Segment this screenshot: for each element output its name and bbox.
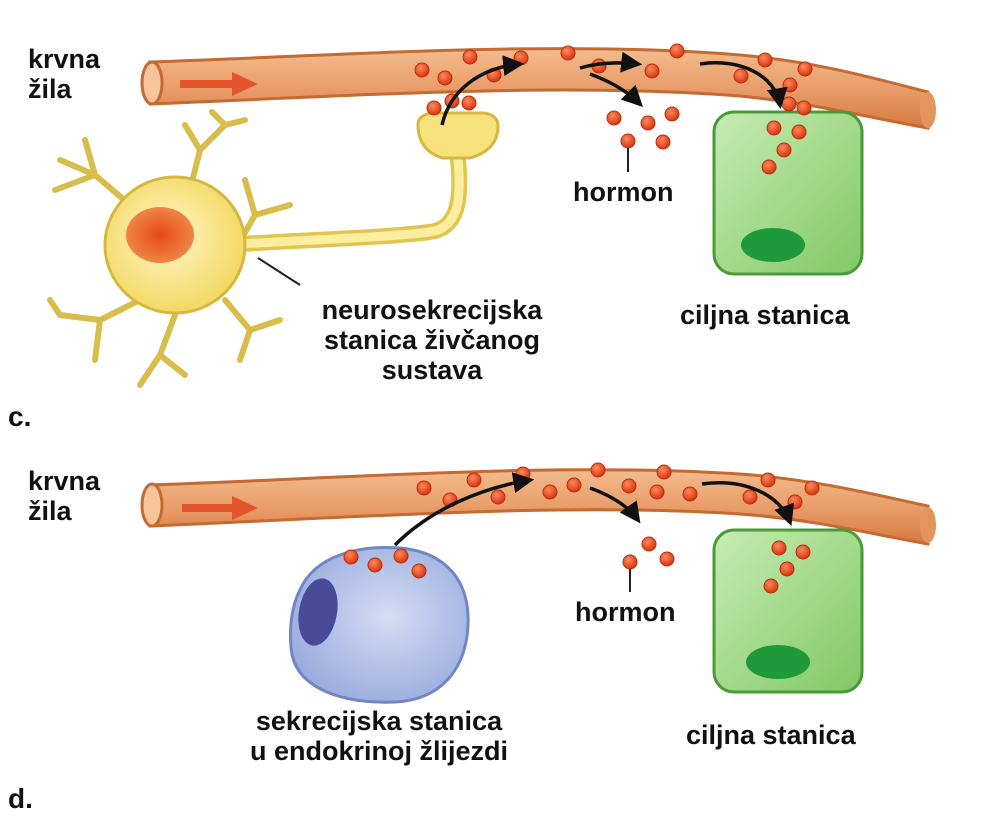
source-cell-label-c-line2: stanica živčanog — [323, 325, 541, 355]
source-cell-label-c: neurosekrecijska stanica živčanog sustav… — [302, 295, 562, 385]
target-cell-label-d: ciljna stanica — [686, 720, 856, 750]
gland-nucleus — [298, 578, 338, 646]
secretion-arrows-c — [440, 51, 788, 126]
source-cell-label-c-line3: sustava — [381, 355, 483, 385]
hormone-molecules-d — [343, 462, 820, 594]
secretion-arrows-d — [393, 472, 794, 547]
vessel-label-c-line2: žila — [28, 74, 72, 104]
panel-letter-c: c. — [8, 401, 32, 432]
blood-flow-arrow-d — [182, 496, 258, 520]
target-nucleus-d — [746, 645, 810, 679]
source-cell-label-d: sekrecijska stanica u endokrinoj žlijezd… — [218, 706, 540, 766]
hormone-label-d: hormon — [575, 597, 676, 627]
neuron-nucleus — [126, 207, 194, 263]
source-cell-label-c-line1: neurosekrecijska — [321, 295, 543, 325]
hormone-label-c: hormon — [573, 177, 674, 207]
target-cell-label-c: ciljna stanica — [680, 300, 850, 330]
panel-letter-d: d. — [8, 783, 33, 814]
gland-cell — [288, 546, 470, 704]
source-cell-label-d-line1: sekrecijska stanica — [255, 706, 503, 736]
target-cell-d — [712, 528, 864, 694]
vessel-label-d: krvna žila — [28, 466, 100, 526]
blood-flow-arrow-c — [180, 72, 258, 96]
target-nucleus-c — [741, 228, 805, 262]
neuron-label-pointer — [257, 257, 301, 286]
panel-c — [47, 43, 936, 388]
panel-d — [140, 462, 936, 704]
vessel-opening-c — [140, 60, 164, 106]
vessel-label-c-line1: krvna — [28, 44, 101, 74]
source-cell-label-d-line2: u endokrinoj žlijezdi — [249, 736, 509, 766]
axon-terminal — [416, 111, 500, 160]
vessel-label-c: krvna žila — [28, 44, 100, 104]
vessel-opening-d — [140, 482, 164, 528]
vessel-label-d-line1: krvna — [28, 466, 101, 496]
vessel-label-d-line2: žila — [28, 496, 72, 526]
blood-vessel-d — [148, 468, 930, 546]
